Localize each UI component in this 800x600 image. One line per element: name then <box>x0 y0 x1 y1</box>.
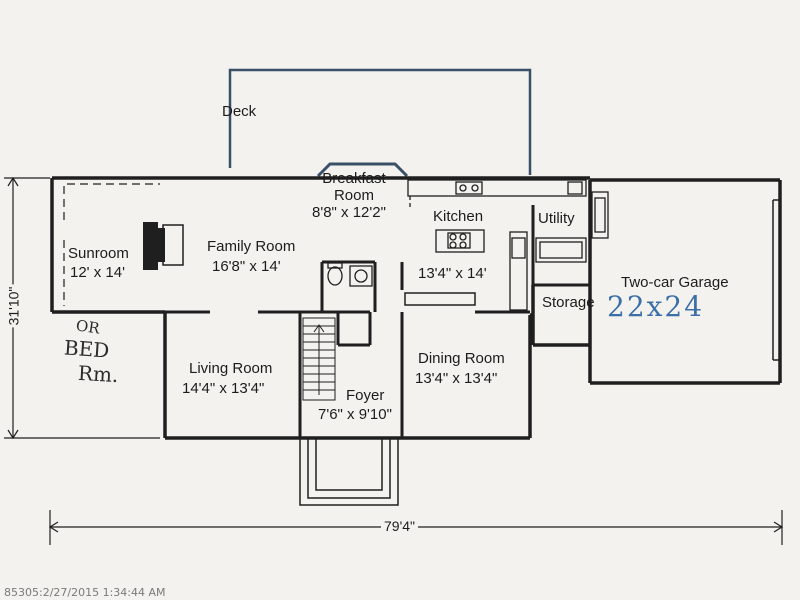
breakfast-room-dims: 8'8" x 12'2" <box>312 204 386 221</box>
garage-size-note: 22x24 <box>607 290 705 323</box>
family-room-dims: 16'8" x 14' <box>212 258 281 275</box>
breakfast-room-name-1: Breakfast <box>322 170 386 187</box>
alt-use-note-line1: OR <box>74 316 101 338</box>
alt-use-note-line2: BED <box>63 335 111 363</box>
breakfast-room-name-2: Room <box>333 187 374 204</box>
exterior-walls <box>50 176 590 440</box>
garage-walls <box>588 178 782 385</box>
deck-outline <box>228 68 532 175</box>
overall-width-label: 79'4" <box>381 518 419 534</box>
breakfast-room-label: Breakfast Room 8'8" x 12'2" <box>312 170 386 221</box>
deck-label: Deck <box>222 103 257 120</box>
living-room-name: Living Room <box>189 360 273 377</box>
foyer-name: Foyer <box>346 387 385 404</box>
family-room-name: Family Room <box>207 238 296 255</box>
breakfast-bay <box>316 162 409 178</box>
sunroom-windows <box>63 183 160 306</box>
living-room-dims: 14'4" x 13'4" <box>182 380 265 397</box>
dining-room-dims: 13'4" x 13'4" <box>415 370 498 387</box>
utility-name: Utility <box>538 210 575 227</box>
kitchen-name: Kitchen <box>433 208 484 225</box>
alt-use-note-line3: Rm. <box>77 360 119 388</box>
sink-icon <box>349 265 373 287</box>
garage-name: Two-car Garage <box>621 274 729 291</box>
interior-walls <box>165 205 590 438</box>
overall-depth-label: 31'10" <box>5 284 22 328</box>
garage-door <box>772 199 780 361</box>
pantry-cabinet <box>509 231 528 311</box>
kitchen-cabinets <box>407 179 587 210</box>
fireplace-icon <box>143 222 184 270</box>
sunroom-name: Sunroom <box>68 245 129 262</box>
cooktop-island-icon <box>435 229 485 253</box>
laundry-units <box>535 191 609 263</box>
foyer-dims: 7'6" x 9'10" <box>318 406 392 423</box>
toilet-icon <box>327 262 343 286</box>
timestamp-stamp: 85305:2/27/2015 1:34:44 AM <box>4 586 166 599</box>
dining-room-name: Dining Room <box>418 350 505 367</box>
kitchen-dims: 13'4" x 14' <box>418 265 487 282</box>
storage-name: Storage <box>542 294 595 311</box>
sunroom-dims: 12' x 14' <box>70 264 125 281</box>
front-portico <box>299 438 399 506</box>
stairs <box>302 317 336 401</box>
depth-dimension-line <box>4 176 160 440</box>
